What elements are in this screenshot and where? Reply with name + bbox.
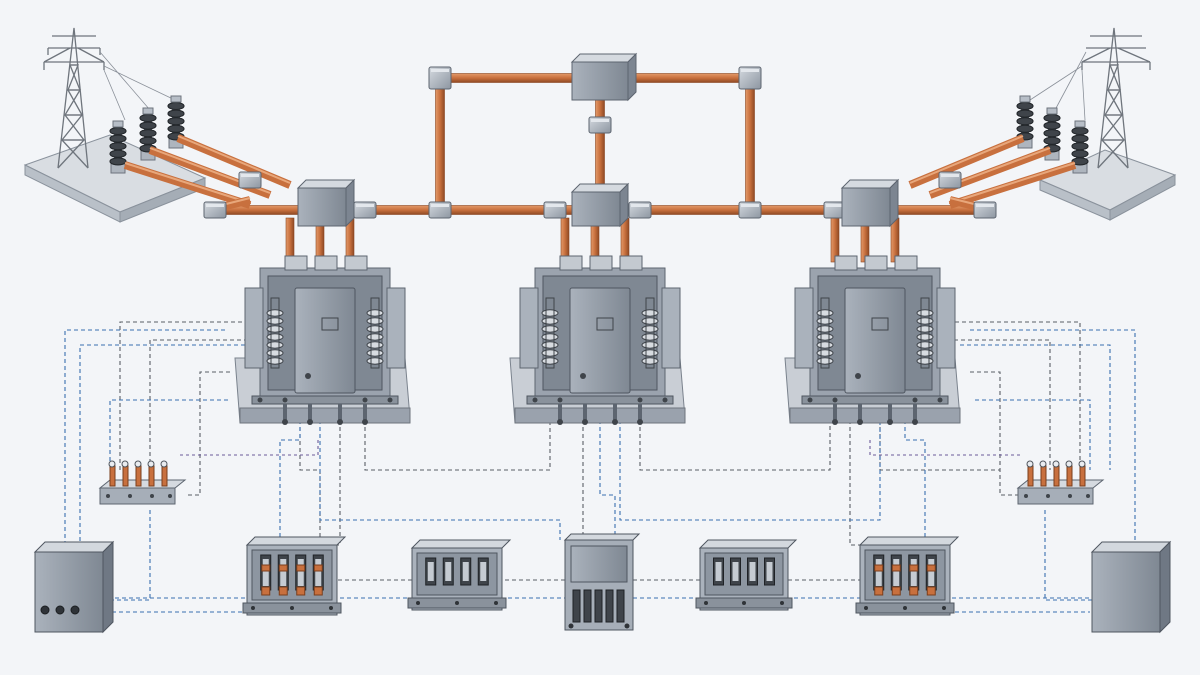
busbar-clamp: [428, 201, 452, 219]
busbar-clamp: [353, 201, 377, 219]
busbar-clamp: [428, 66, 452, 90]
junction-box-icon: [296, 178, 356, 228]
control-wires-blue: [64, 329, 1136, 613]
transmission-tower-icon: [43, 27, 176, 169]
busbar-clamp: [973, 201, 997, 219]
copper-busbar: [560, 217, 570, 263]
circuit-breaker-icon: [234, 255, 411, 425]
left-insulators: [109, 95, 185, 174]
relay-panel-icon: [407, 539, 512, 611]
right-tower-slab: [1038, 149, 1177, 221]
breaker-base: [514, 407, 686, 424]
insulator-icon: [1071, 120, 1089, 174]
copper-busbar: [908, 134, 1025, 189]
breaker-base: [239, 407, 411, 424]
copper-busbar: [176, 134, 292, 189]
breaker-base: [789, 407, 961, 424]
busbar-clamp: [543, 201, 567, 219]
relay-panel-icon: [855, 536, 960, 616]
junction-box-icon: [570, 182, 630, 228]
copper-busbar: [285, 217, 295, 263]
relay-panel-icon: [695, 539, 798, 611]
terminal-block-icon: [98, 460, 187, 505]
control-enclosure-icon: [1090, 540, 1172, 634]
circuit-breakers: [234, 255, 961, 425]
busbar-clamp: [588, 116, 612, 134]
junction-box-icon: [570, 52, 638, 102]
busbar-clamp: [203, 201, 227, 219]
control-wires-purple: [180, 440, 1020, 456]
terminal-block-icon: [1016, 460, 1105, 505]
breaker-cabinet-door: [844, 287, 906, 394]
lower-equipment: [33, 460, 1172, 634]
central-control-cabinet: [563, 533, 641, 631]
control-enclosure-icon: [33, 540, 115, 634]
copper-busbar: [123, 161, 252, 209]
copper-busbar: [890, 217, 900, 263]
transmission-tower-icon: [1029, 27, 1151, 169]
breaker-cabinet-door: [294, 287, 356, 394]
copper-busbar: [620, 217, 630, 263]
circuit-breaker-icon: [509, 255, 686, 425]
busbar-clamp: [738, 201, 762, 219]
junction-boxes: [296, 52, 900, 228]
copper-busbar: [745, 77, 755, 211]
breaker-cabinet-door: [569, 287, 631, 394]
busbar-clamp: [628, 201, 652, 219]
copper-busbar: [948, 161, 1077, 209]
busbar-clamp: [938, 171, 962, 189]
busbar-clamp: [238, 171, 262, 189]
junction-box-icon: [840, 178, 900, 228]
insulator-icon: [167, 95, 185, 149]
control-wires-dark: [119, 321, 1081, 581]
copper-busbar: [435, 77, 445, 211]
relay-panel-icon: [242, 536, 347, 616]
circuit-breaker-icon: [784, 255, 961, 425]
busbar-clamp: [738, 66, 762, 90]
copper-busbar: [830, 217, 840, 263]
insulator-icon: [109, 120, 127, 174]
right-insulators: [1016, 95, 1089, 174]
control-wiring: [64, 321, 1136, 613]
